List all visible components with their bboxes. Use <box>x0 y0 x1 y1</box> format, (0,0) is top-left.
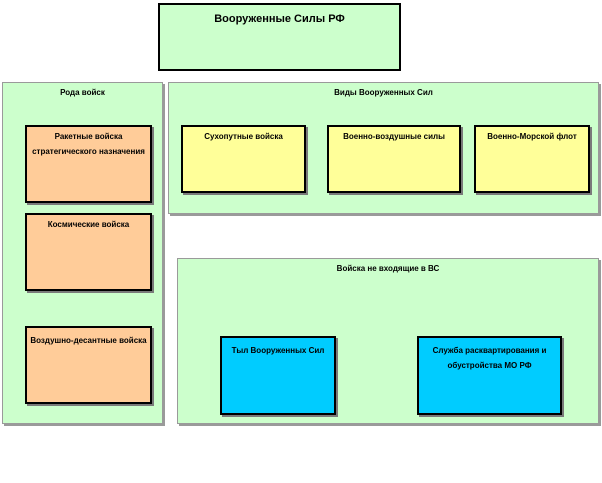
rody-node-label: Воздушно-десантные войска <box>30 336 147 345</box>
vidy-node-label: Военно-Морской флот <box>487 132 577 141</box>
rody-node-vdv: Воздушно-десантные войска <box>25 326 152 404</box>
rody-node-label: Космические войска <box>47 220 130 229</box>
rody-node-label: Ракетные войска стратегического назначен… <box>32 132 145 156</box>
vidy-node-sukhoputnye: Сухопутные войска <box>181 125 306 193</box>
vidy-node-vvs: Военно-воздушные силы <box>327 125 461 193</box>
rody-node-rvsn: Ракетные войска стратегического назначен… <box>25 125 152 203</box>
rody-node-kosmicheskie: Космические войска <box>25 213 152 291</box>
ne-node-sluzhba: Служба расквартирования и обустройства М… <box>417 336 562 415</box>
vidy-node-label: Военно-воздушные силы <box>343 132 445 141</box>
ne-node-tyl: Тыл Вооруженных Сил <box>220 336 336 415</box>
ne-node-label: Служба расквартирования и обустройства М… <box>432 346 547 370</box>
vidy-node-vmf: Военно-Морской флот <box>474 125 590 193</box>
vidy-node-label: Сухопутные войска <box>204 132 283 141</box>
ne-vhodyashie-heading: Войска не входящие в ВС <box>336 264 440 273</box>
rody-voysk-heading: Рода войск <box>60 88 105 97</box>
root-node-label: Вооруженные Силы РФ <box>214 13 345 25</box>
vidy-vs-heading: Виды Вооруженных Сил <box>334 88 433 97</box>
ne-node-label: Тыл Вооруженных Сил <box>231 346 325 355</box>
diagram-root-node: Вооруженные Силы РФ <box>158 3 401 71</box>
